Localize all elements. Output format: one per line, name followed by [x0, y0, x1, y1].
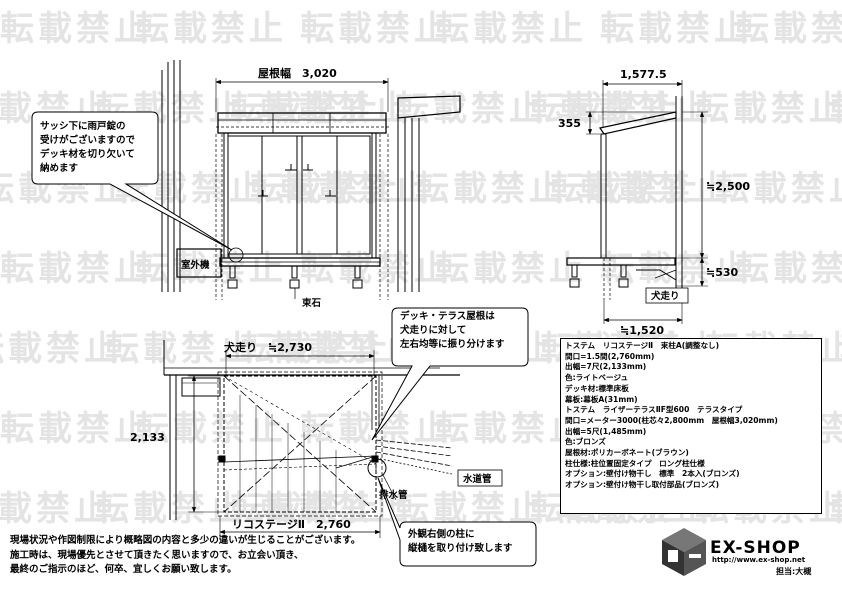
watermark-text: 転載禁止 — [260, 89, 412, 129]
ex-shop-logo-icon — [662, 528, 706, 576]
watermark-text: 転載禁止 — [840, 329, 842, 369]
spec-line: オプション:壁付け物干し取付部品(ブロンズ) — [565, 480, 720, 490]
side-inudashi-label: 犬走り — [650, 290, 680, 302]
spec-line: 色:ライトベージュ — [565, 373, 629, 383]
projection-dimension: ≒1,520 — [620, 324, 664, 337]
watermark-text: 転載禁止 — [550, 169, 702, 209]
callout-bottom-bubble — [377, 477, 537, 567]
watermark-text: 転載禁止 — [280, 169, 432, 209]
spec-line: デッキ材:標準床板 — [565, 383, 629, 393]
footing-label: 束石 — [302, 297, 322, 309]
specification-box: トステム リコステージⅡ 束柱A(調整なし) 間口=1.5間(2,760mm) … — [560, 338, 822, 514]
watermark-text: 転載禁止 — [435, 409, 587, 449]
watermark-text: 転載禁止 — [0, 9, 152, 49]
water-pipe-label-box — [457, 469, 503, 487]
watermark-text: 転載禁止 — [250, 169, 402, 209]
watermark-text: 転載禁止 — [395, 89, 547, 129]
plan-deck-width-dimension: リコステージⅡ 2,760 — [232, 518, 351, 531]
water-pipe-label: 水道管 — [463, 473, 492, 485]
watermark-text: 転載禁止 — [600, 249, 752, 289]
outdoor-unit-label: 室外機 — [181, 259, 210, 271]
note-line: 現場状況や作図制限により概略図の内容と多少の違いが生じることがございます。 — [10, 535, 361, 546]
disclaimer-notes: 現場状況や作図制限により概略図の内容と多少の違いが生じることがございます。 施工… — [10, 534, 360, 578]
spec-line: 間口=1.5間(2,760mm) — [565, 351, 655, 361]
roof-width-dimension: 屋根幅 3,020 — [258, 66, 337, 80]
watermark-text: 転載禁止 — [300, 9, 452, 49]
spec-line: トステム ライザーテラスⅡF型600 テラスタイプ — [565, 405, 743, 415]
watermark-text: 転載禁止 — [435, 9, 587, 49]
spec-line: 色:ブロンズ — [565, 437, 606, 447]
spec-line: トステム リコステージⅡ 束柱A(調整なし) — [565, 341, 720, 350]
side-top-dimension: 1,577.5 — [620, 68, 667, 81]
watermark-text: 転載禁止 — [135, 9, 287, 49]
watermark-text: 転載禁止 — [135, 409, 287, 449]
watermark-text: 転載禁止 — [435, 249, 587, 289]
watermark-text: 転載禁止 — [240, 329, 392, 369]
callout-middle-bubble — [371, 307, 529, 441]
spec-line: 出幅=7尺(2,133mm) — [565, 362, 647, 372]
deck-height-dimension: ≒530 — [706, 266, 739, 279]
plan-inudashi-dimension: 犬走り ≒2,730 — [224, 340, 312, 354]
watermark-text: 転載禁止 — [560, 89, 712, 129]
watermark-text: 転載禁止 — [735, 9, 842, 49]
watermark-text: 転載禁止 — [0, 409, 152, 449]
watermark-text: 転載禁止 — [415, 169, 567, 209]
watermark-text: 転載禁止 — [830, 489, 842, 529]
plan-depth-dimension: 2,133 — [130, 431, 165, 444]
brand-url[interactable]: http://www.ex-shop.net — [712, 556, 806, 564]
watermark-text: 転載禁止 — [230, 89, 382, 129]
callout-middle-text: デッキ・テラス屋根は 犬走りに対して 左右均等に振り分けます — [400, 311, 505, 350]
staff-label: 担当:大槻 — [776, 567, 812, 576]
watermark-text: 転載禁止 — [300, 249, 452, 289]
roof-drop-dimension: 355 — [558, 117, 581, 130]
watermark-text: 転載禁止 — [695, 89, 842, 129]
watermark-text: 転載禁止 — [530, 89, 682, 129]
spec-line: 間口=メーター3000(柱芯々2,800mm 屋根幅3,020mm) — [565, 415, 778, 425]
callout-top-left-bubble — [31, 111, 233, 251]
note-line: 施工時は、現場優先とさせて頂きたく思いますので、お立会い頂き、 — [10, 549, 304, 561]
watermark-text: 転載禁止 — [135, 249, 287, 289]
height-dimension: ≒2,500 — [706, 180, 750, 193]
note-line: 最終のご指示のほど、何卒、宜しくお願い致します。 — [10, 564, 237, 575]
front-elevation-view — [161, 60, 461, 300]
watermark-text: 転載禁止 — [300, 409, 452, 449]
watermark-text: 転載禁止 — [715, 169, 842, 209]
watermark-text: 転載禁止 — [0, 489, 112, 529]
spec-line: 屋根材:ポリカーボネート(ブラウン) — [565, 448, 689, 458]
callout-bottom-text: 外観右側の柱に 縦樋を取り付け致します — [408, 529, 513, 554]
watermark-text: 転載禁止 — [0, 249, 152, 289]
watermark-text: 転載禁止 — [600, 9, 752, 49]
inudashi-label-box — [645, 287, 689, 304]
side-elevation-view — [566, 80, 708, 324]
spec-line: 柱仕様:柱位置固定タイプ ロング柱仕様 — [565, 458, 705, 468]
watermark-text: 転載禁止 — [260, 489, 412, 529]
brand-name: EX-SHOP — [710, 538, 801, 558]
spec-line: 出幅=5尺(1,485mm) — [565, 426, 647, 436]
watermark-text: 転載禁止 — [830, 89, 842, 129]
watermark-text: 転載禁止 — [105, 329, 257, 369]
watermark-text: 転載禁止 — [0, 329, 122, 369]
spec-line: 幕板:幕板A(31mm) — [565, 394, 638, 404]
spec-line: オプション:壁付け物干し 標準 2本入(ブロンズ) — [565, 469, 740, 479]
watermark-text: 転載禁止 — [735, 249, 842, 289]
callout-top-left-text: サッシ下に雨戸錠の 受けがございますので デッキ材を切り欠いて 納めます — [40, 121, 136, 174]
